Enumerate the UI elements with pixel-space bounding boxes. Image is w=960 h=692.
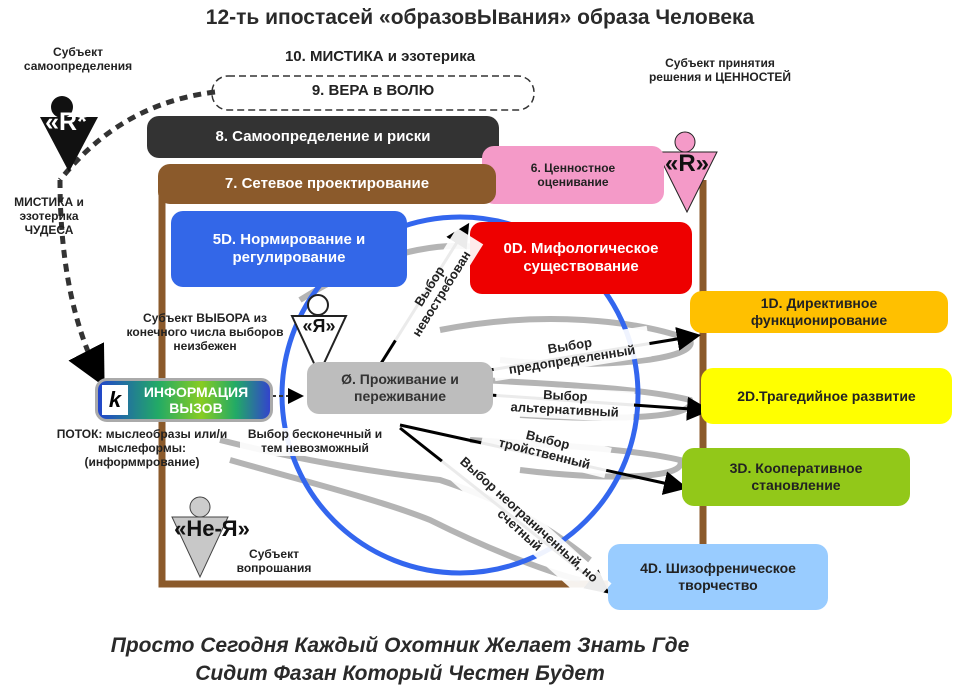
level-3d-box: 3D. Кооперативное становление xyxy=(682,448,910,506)
level-6-box: 6. Ценностное оценивание xyxy=(482,146,664,204)
figure-choice xyxy=(290,294,348,377)
level-0d-box: 0D. Мифологическое существование xyxy=(470,222,692,294)
not-i-symbol: «Не-Я» xyxy=(174,516,250,541)
choice-subject-label: Субъект ВЫБОРА из конечного числа выборо… xyxy=(126,311,284,353)
page-title: 12-ть ипостасей «образовЫвания» образа Ч… xyxy=(205,6,755,29)
level-9-outline xyxy=(211,75,535,111)
level-4d-box: 4D. Шизофреническое творчество xyxy=(608,544,828,610)
level-10-label: 10. МИСТИКА и эзотерика xyxy=(284,48,476,65)
choice-infinite-label: Выбор бесконечный и тем невозможный xyxy=(240,427,390,456)
level-8-box: 8. Самоопределение и риски xyxy=(147,116,499,158)
info-challenge-box: k ИНФОРМАЦИЯ ВЫЗОВ xyxy=(95,378,273,422)
level-1d-box: 1D. Директивное функционирование xyxy=(690,291,948,333)
questioning-subject-label: Субъект вопрошания xyxy=(236,547,312,575)
figure-values xyxy=(656,131,718,214)
motto-line-2: Сидит Фазан Который Честен Будет xyxy=(195,662,605,685)
self-determination-symbol: «R* xyxy=(45,108,87,136)
level-9-label: 9. ВЕРА в ВОЛЮ xyxy=(311,82,435,99)
level-5d-box: 5D. Нормирование и регулирование xyxy=(171,211,407,287)
figure-self-determination xyxy=(40,96,98,172)
dashed-path-9 xyxy=(58,89,216,182)
values-symbol: «R» xyxy=(664,150,710,177)
flow-label: ПОТОК: мыслеобразы или/и мыслеформы: (ин… xyxy=(56,427,228,469)
core-box: Ø. Проживание и переживание xyxy=(307,362,493,414)
self-determination-label: Субъект самоопределения xyxy=(23,45,133,73)
mysticism-label: МИСТИКА и эзотерика ЧУДЕСА xyxy=(14,195,84,237)
info-line-1: ИНФОРМАЦИЯ xyxy=(143,383,249,400)
level-7-box: 7. Сетевое проектирование xyxy=(158,164,496,204)
info-line-2: ВЫЗОВ xyxy=(169,400,223,416)
info-logo-icon: k xyxy=(102,385,128,415)
level-2d-box: 2D.Трагедийное развитие xyxy=(701,368,952,424)
choice-symbol: «Я» xyxy=(302,316,336,336)
values-subject-label: Субъект принятия решения и ЦЕННОСТЕЙ xyxy=(648,56,792,84)
motto-line-1: Просто Сегодня Каждый Охотник Желает Зна… xyxy=(110,634,690,657)
figure-not-i xyxy=(171,496,229,579)
dashed-path-info xyxy=(57,179,105,387)
